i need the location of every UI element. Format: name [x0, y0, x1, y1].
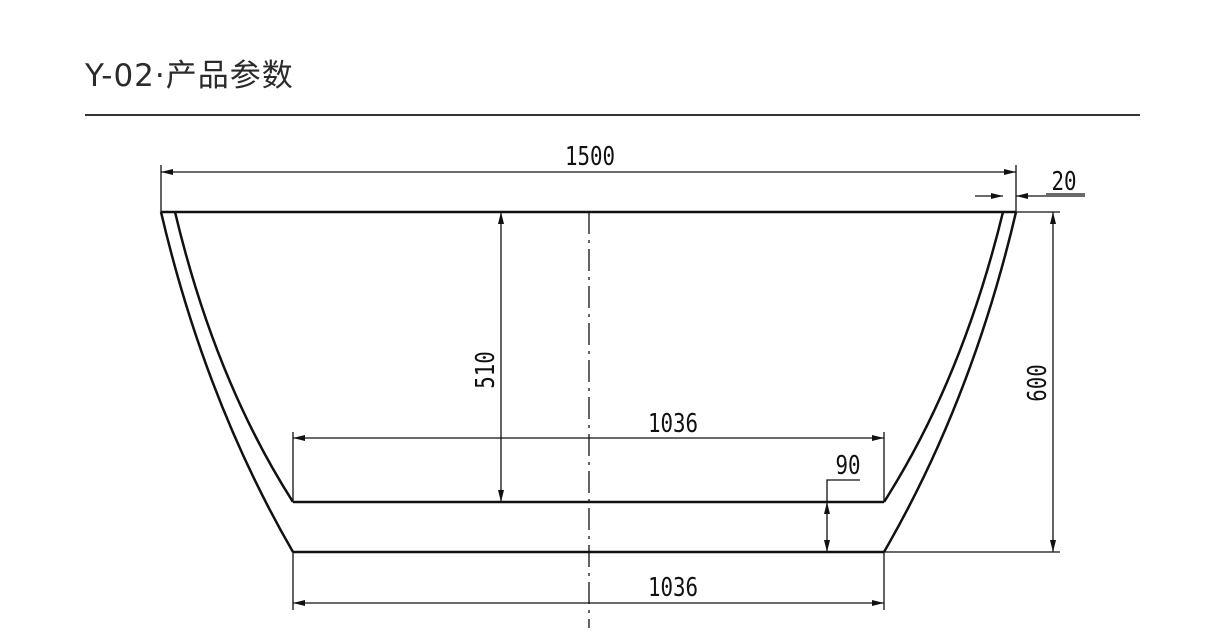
dim-inner-depth: 510 [470, 351, 501, 389]
dim-base-thickness: 90 [835, 450, 860, 481]
dim-rim-thickness: 20 [1051, 166, 1076, 197]
dim-inner-bottom-length: 1036 [648, 408, 698, 439]
dim-base-length: 1036 [648, 572, 698, 603]
dim-overall-length: 1500 [565, 141, 615, 172]
title-divider [85, 114, 1140, 116]
dim-overall-height: 600 [1022, 364, 1053, 402]
page-title: Y-02·产品参数 [85, 58, 294, 94]
dimension-lines [160, 165, 1085, 610]
